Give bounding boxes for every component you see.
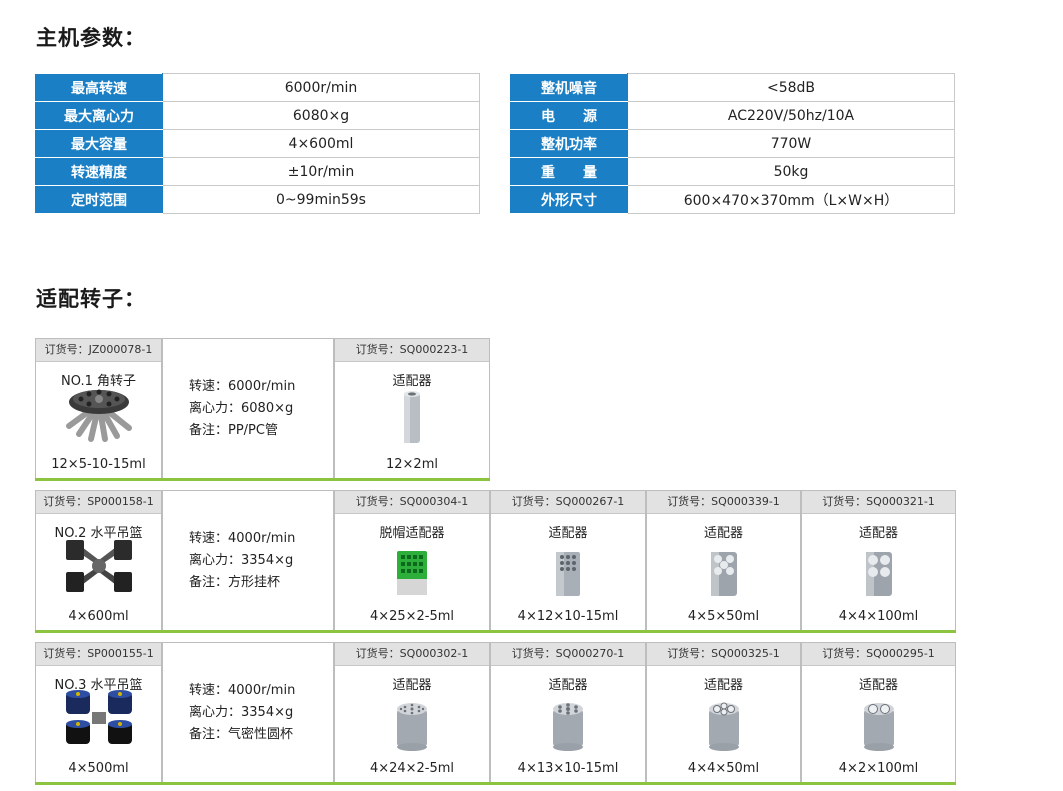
adapter-spec: 4×13×10-15ml	[517, 761, 619, 776]
adapter-cell: 订货号：SQ000339-1 适配器 4×5×50ml	[646, 490, 801, 630]
spec-key: 重 量	[510, 157, 628, 186]
round-adapter-4-image	[647, 699, 800, 753]
adapter-cell: 订货号：SQ000304-1 脱帽适配器 4×25×2-5ml	[334, 490, 490, 630]
rotor-cell: 订货号：SP000155-1 NO.3 水平吊篮 4×500ml	[35, 642, 162, 782]
order-number: 订货号：SQ000325-1	[647, 643, 800, 666]
rotors-title: 适配转子：	[36, 287, 146, 311]
green-tube-rack-image	[335, 547, 489, 601]
rotor-force: 离心力：6080×g	[189, 400, 294, 416]
order-number: 订货号：SQ000270-1	[491, 643, 645, 666]
spec-key: 定时范围	[35, 185, 163, 214]
adapter-spec: 4×25×2-5ml	[369, 609, 455, 624]
adapter-name: 适配器	[392, 678, 432, 693]
rotor-note: 备注：方形挂杯	[189, 574, 281, 590]
round-adapter-2-image	[802, 699, 955, 753]
rotor-force: 离心力：3354×g	[189, 704, 294, 720]
rotor-description: 转速：6000r/min 离心力：6080×g 备注：PP/PC管	[162, 338, 334, 478]
host-params-title: 主机参数：	[36, 26, 146, 50]
rotor-description: 转速：4000r/min 离心力：3354×g 备注：气密性圆杯	[162, 642, 334, 782]
angle-rotor-image	[36, 387, 161, 442]
rotor-capacity: 12×5-10-15ml	[51, 457, 146, 472]
rotor-capacity: 4×500ml	[68, 761, 129, 776]
rotor-capacity: 4×600ml	[68, 609, 129, 624]
spec-value: ±10r/min	[162, 157, 480, 186]
adapter-name: 脱帽适配器	[379, 526, 445, 541]
adapter-spec: 4×5×50ml	[687, 609, 760, 624]
spec-value: <58dB	[627, 73, 955, 102]
order-number: 订货号：SQ000302-1	[335, 643, 489, 666]
spec-value: 6000r/min	[162, 73, 480, 102]
order-number: 订货号：SQ000304-1	[335, 491, 489, 514]
rotor-name: NO.3 水平吊篮	[54, 678, 143, 693]
rotor-description: 转速：4000r/min 离心力：3354×g 备注：方形挂杯	[162, 490, 334, 630]
adapter-name: 适配器	[858, 678, 898, 693]
adapter-spec: 4×24×2-5ml	[369, 761, 455, 776]
adapter-cell: 订货号：SQ000302-1 适配器 4×24×2-5ml	[334, 642, 490, 782]
adapter-spec: 4×12×10-15ml	[517, 609, 619, 624]
rotor-row-3: 订货号：SP000155-1 NO.3 水平吊篮 4×500ml 转速：4000…	[35, 642, 956, 785]
adapter-name: 适配器	[703, 526, 743, 541]
order-number: 订货号：SQ000267-1	[491, 491, 645, 514]
rotor-speed: 转速：4000r/min	[189, 682, 296, 698]
rotor-cell: 订货号：SP000158-1 NO.2 水平吊篮 4×600ml	[35, 490, 162, 630]
adapter-name: 适配器	[392, 374, 432, 389]
order-number: 订货号：SP000155-1	[36, 643, 161, 666]
spec-key: 电 源	[510, 101, 628, 130]
adapter-spec: 4×4×100ml	[838, 609, 919, 624]
rotor-force: 离心力：3354×g	[189, 552, 294, 568]
rotor-name: NO.2 水平吊篮	[54, 526, 143, 541]
spec-key: 转速精度	[35, 157, 163, 186]
spec-value: AC220V/50hz/10A	[627, 101, 955, 130]
square-adapter-5-image	[647, 547, 800, 601]
order-number: 订货号：JZ000078-1	[36, 339, 161, 362]
adapter-spec: 4×2×100ml	[838, 761, 919, 776]
rotor-speed: 转速：6000r/min	[189, 378, 296, 394]
adapter-cell: 订货号：SQ000295-1 适配器 4×2×100ml	[801, 642, 956, 782]
adapter-cell: 订货号：SQ000270-1 适配器 4×13×10-15ml	[490, 642, 646, 782]
adapter-cell: 订货号：SQ000267-1 适配器 4×12×10-15ml	[490, 490, 646, 630]
rotor-note: 备注：PP/PC管	[189, 422, 278, 438]
rotor-speed: 转速：4000r/min	[189, 530, 296, 546]
spec-value: 6080×g	[162, 101, 480, 130]
order-number: 订货号：SQ000321-1	[802, 491, 955, 514]
adapter-name: 适配器	[548, 526, 588, 541]
spec-value: 50kg	[627, 157, 955, 186]
spec-value: 0~99min59s	[162, 185, 480, 214]
rotor-note: 备注：气密性圆杯	[189, 726, 294, 742]
spec-value: 770W	[627, 129, 955, 158]
swing-bucket-rotor-image	[36, 539, 161, 593]
round-adapter-24-image	[335, 699, 489, 753]
adapter-cell: 订货号：SQ000325-1 适配器 4×4×50ml	[646, 642, 801, 782]
round-adapter-13-image	[491, 699, 645, 753]
spec-key: 外形尺寸	[510, 185, 628, 214]
adapter-spec: 4×4×50ml	[687, 761, 760, 776]
spec-key: 整机功率	[510, 129, 628, 158]
spec-value: 600×470×370mm（L×W×H）	[627, 185, 955, 214]
spec-key: 最大离心力	[35, 101, 163, 130]
rotor-row-2: 订货号：SP000158-1 NO.2 水平吊篮 4×600ml 转速：4000…	[35, 490, 956, 633]
order-number: 订货号：SQ000339-1	[647, 491, 800, 514]
square-adapter-12-image	[491, 547, 645, 601]
sealed-bucket-rotor-image	[36, 690, 161, 745]
rotor-row-1: 订货号：JZ000078-1 NO.1 角转子 12×5-10-15ml 转速：…	[35, 338, 490, 481]
adapter-name: 适配器	[548, 678, 588, 693]
spec-value: 4×600ml	[162, 129, 480, 158]
spec-key: 最大容量	[35, 129, 163, 158]
adapter-spec: 12×2ml	[386, 457, 438, 472]
rotor-name: NO.1 角转子	[61, 374, 136, 389]
square-adapter-4-image	[802, 547, 955, 601]
adapter-cell: 订货号：SQ000223-1 适配器 12×2ml	[334, 338, 490, 478]
tube-adapter-image	[335, 391, 489, 445]
order-number: 订货号：SQ000295-1	[802, 643, 955, 666]
adapter-cell: 订货号：SQ000321-1 适配器 4×4×100ml	[801, 490, 956, 630]
order-number: 订货号：SQ000223-1	[335, 339, 489, 362]
order-number: 订货号：SP000158-1	[36, 491, 161, 514]
adapter-name: 适配器	[858, 526, 898, 541]
spec-key: 整机噪音	[510, 73, 628, 102]
adapter-name: 适配器	[703, 678, 743, 693]
rotor-cell: 订货号：JZ000078-1 NO.1 角转子 12×5-10-15ml	[35, 338, 162, 478]
spec-key: 最高转速	[35, 73, 163, 102]
